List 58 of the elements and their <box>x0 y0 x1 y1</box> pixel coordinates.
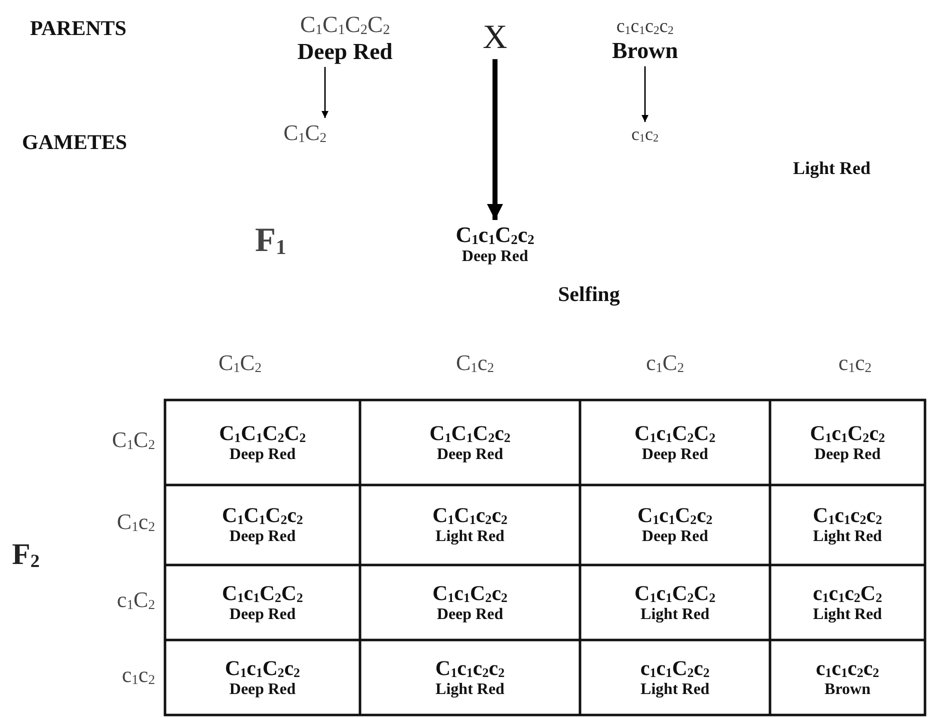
phenotype: Deep Red <box>436 606 504 624</box>
phenotype: Brown <box>612 38 678 64</box>
phenotype: Light Red <box>793 158 871 179</box>
gamete-heading: C$_{1}$c$_{2}$ <box>456 350 494 376</box>
genotype: C$_{1}$c$_{1}$C$_{2}$c$_{2}$ <box>224 656 300 681</box>
genotype: C$_{1}$C$_{1}$C$_{2}$C$_{2}$ <box>300 12 390 39</box>
genotype: C$_{1}$c$_{1}$C$_{2}$c$_{2}$ <box>456 222 534 248</box>
gamete-heading: C$_{1}$C$_{2}$ <box>112 426 155 453</box>
phenotype: Deep Red <box>436 446 504 464</box>
genotype: C$_{1}$c$_{1}$C$_{2}$C$_{2}$ <box>222 580 303 606</box>
phenotype: Deep Red <box>814 446 881 464</box>
phenotype: Light Red <box>436 680 504 700</box>
gamete-heading: c$_{1}$C$_{2}$ <box>646 350 684 376</box>
phenotype: Deep Red <box>229 680 296 700</box>
phenotype: Deep Red <box>297 38 393 65</box>
gamete-heading: C$_{1}$C$_{2}$ <box>218 350 262 376</box>
genotype: c$_{1}$c$_{1}$c$_{2}$C$_{2}$ <box>812 580 882 606</box>
cross-symbol: X <box>482 18 508 58</box>
genotype: C$_{1}$C$_{2}$ <box>284 120 326 146</box>
arrow <box>487 59 503 220</box>
generation-label: F$_{1}$ <box>255 222 286 260</box>
phenotype: Brown <box>824 680 870 700</box>
gamete-heading: c$_{1}$c$_{2}$ <box>122 662 155 688</box>
phenotype: Light Red <box>640 606 710 624</box>
gamete-heading: C$_{1}$c$_{2}$ <box>116 509 155 536</box>
phenotype: Deep Red <box>229 606 296 624</box>
genotype: C$_{1}$C$_{1}$C$_{2}$c$_{2}$ <box>430 420 510 446</box>
genotype: C$_{1}$c$_{1}$C$_{2}$C$_{2}$ <box>634 580 716 606</box>
gamete-heading: c$_{1}$C$_{2}$ <box>116 586 155 613</box>
genotype: C$_{1}$C$_{1}$C$_{2}$C$_{2}$ <box>219 420 306 446</box>
arrow <box>322 66 328 118</box>
phenotype: Light Red <box>640 680 710 700</box>
genotype: c$_{1}$c$_{1}$c$_{2}$c$_{2}$ <box>616 16 674 38</box>
phenotype: Light Red <box>436 528 504 547</box>
phenotype: Deep Red <box>642 528 708 547</box>
genotype: C$_{1}$c$_{1}$C$_{2}$c$_{2}$ <box>432 580 508 606</box>
phenotype: Deep Red <box>462 248 528 266</box>
genotype: c$_{1}$c$_{1}$c$_{2}$c$_{2}$ <box>816 656 880 681</box>
phenotype: Deep Red <box>229 528 296 547</box>
genotype: c$_{1}$c$_{2}$ <box>631 124 659 146</box>
genotype: C$_{1}$c$_{1}$c$_{2}$c$_{2}$ <box>435 656 505 681</box>
process-label: Selfing <box>558 282 620 307</box>
row-heading: PARENTS <box>30 16 126 41</box>
arrow <box>642 66 648 122</box>
phenotype: Deep Red <box>642 446 708 464</box>
generation-label: F$_{2}$ <box>12 538 40 573</box>
phenotype: Deep Red <box>229 446 296 464</box>
genotype: C$_{1}$C$_{1}$C$_{2}$c$_{2}$ <box>222 503 303 528</box>
row-heading: GAMETES <box>22 130 128 155</box>
genotype: C$_{1}$c$_{1}$C$_{2}$C$_{2}$ <box>634 420 716 446</box>
genotype: C$_{1}$c$_{1}$C$_{2}$c$_{2}$ <box>810 420 886 446</box>
genotype: c$_{1}$c$_{1}$C$_{2}$c$_{2}$ <box>640 656 710 681</box>
phenotype: Light Red <box>813 528 882 547</box>
phenotype: Light Red <box>813 606 882 624</box>
gamete-heading: c$_{1}$c$_{2}$ <box>838 350 872 376</box>
genotype: C$_{1}$C$_{1}$c$_{2}$c$_{2}$ <box>432 503 508 528</box>
genotype: C$_{1}$c$_{1}$c$_{2}$c$_{2}$ <box>812 503 882 528</box>
genotype: C$_{1}$c$_{1}$C$_{2}$c$_{2}$ <box>637 503 713 528</box>
